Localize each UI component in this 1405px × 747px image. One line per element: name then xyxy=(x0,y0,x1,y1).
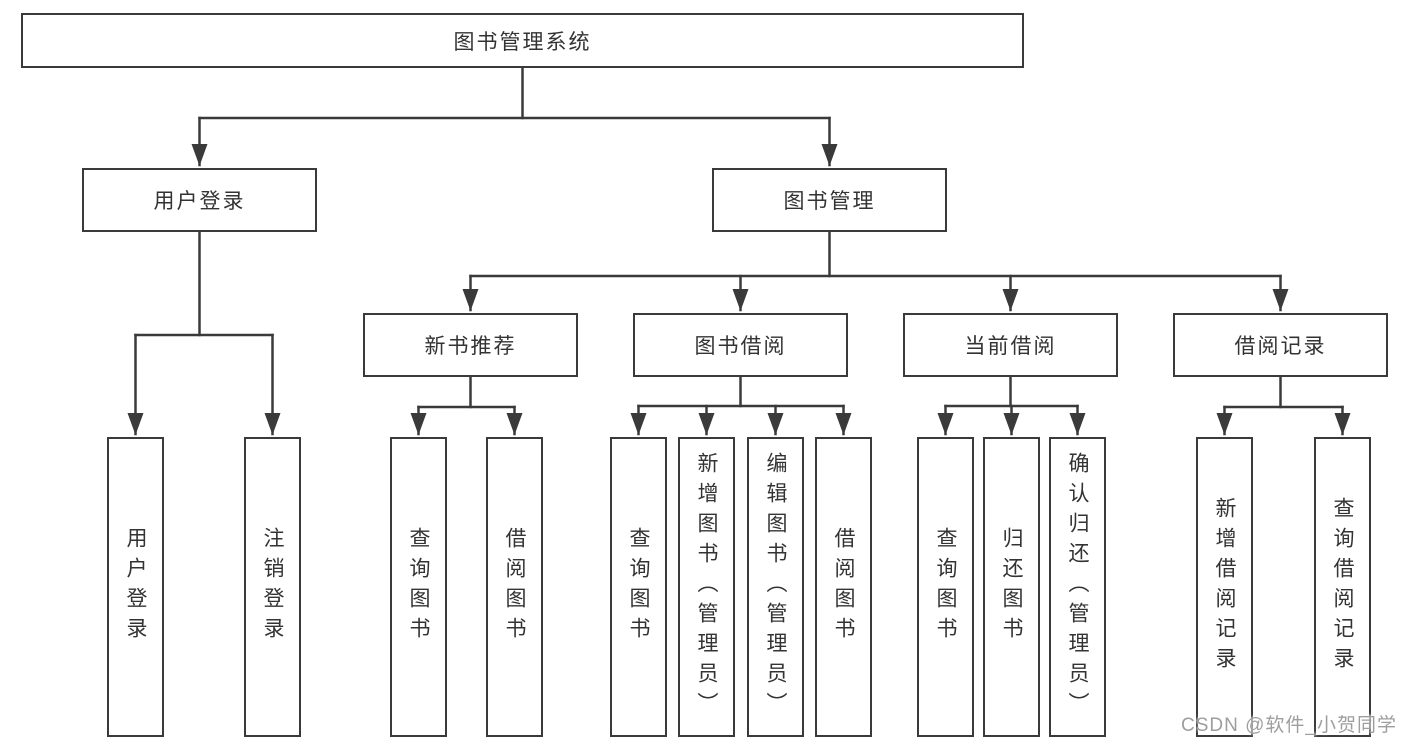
node-book-borrowing: 图书借阅 xyxy=(633,313,848,377)
node-new-book-recommend-label: 新书推荐 xyxy=(424,335,517,358)
leaf-add-borrow-record: 新增借阅记录 xyxy=(1196,437,1253,737)
node-new-book-recommend: 新书推荐 xyxy=(363,313,578,377)
leaf-add-books-admin-label: 新增图书（管理员） xyxy=(695,452,718,722)
leaf-logout: 注销登录 xyxy=(244,437,301,737)
node-book-management-label: 图书管理 xyxy=(783,190,876,213)
leaf-current-query-books-label: 查询图书 xyxy=(934,527,957,647)
leaf-recommend-borrow-books: 借阅图书 xyxy=(486,437,543,737)
leaf-borrowing-borrow-books: 借阅图书 xyxy=(815,437,872,737)
node-user-login-label: 用户登录 xyxy=(153,190,246,213)
leaf-borrowing-query-books: 查询图书 xyxy=(610,437,667,737)
leaf-edit-books-admin-label: 编辑图书（管理员） xyxy=(764,452,787,722)
leaf-recommend-query-books: 查询图书 xyxy=(390,437,447,737)
leaf-current-query-books: 查询图书 xyxy=(917,437,974,737)
node-library-system-label: 图书管理系统 xyxy=(453,30,592,54)
node-user-login: 用户登录 xyxy=(82,168,317,232)
watermark: CSDN @软件_小贺同学 xyxy=(1181,715,1397,736)
leaf-recommend-borrow-books-label: 借阅图书 xyxy=(503,527,526,647)
leaf-user-login: 用户登录 xyxy=(107,437,164,737)
leaf-recommend-query-books-label: 查询图书 xyxy=(407,527,430,647)
node-borrowing-records-label: 借阅记录 xyxy=(1234,335,1327,358)
leaf-query-borrow-record-label: 查询借阅记录 xyxy=(1331,497,1354,677)
leaf-add-books-admin: 新增图书（管理员） xyxy=(678,437,735,737)
leaf-edit-books-admin: 编辑图书（管理员） xyxy=(747,437,804,737)
node-borrowing-records: 借阅记录 xyxy=(1173,313,1388,377)
leaf-user-login-label: 用户登录 xyxy=(124,527,147,647)
leaf-confirm-return-admin-label: 确认归还（管理员） xyxy=(1066,452,1089,722)
node-book-management: 图书管理 xyxy=(712,168,947,232)
node-current-borrowing: 当前借阅 xyxy=(903,313,1118,377)
leaf-borrowing-query-books-label: 查询图书 xyxy=(627,527,650,647)
leaf-borrowing-borrow-books-label: 借阅图书 xyxy=(832,527,855,647)
node-library-system: 图书管理系统 xyxy=(21,13,1024,68)
leaf-confirm-return-admin: 确认归还（管理员） xyxy=(1049,437,1106,737)
leaf-query-borrow-record: 查询借阅记录 xyxy=(1314,437,1371,737)
node-current-borrowing-label: 当前借阅 xyxy=(964,335,1057,358)
leaf-add-borrow-record-label: 新增借阅记录 xyxy=(1213,497,1236,677)
leaf-logout-label: 注销登录 xyxy=(261,527,284,647)
node-book-borrowing-label: 图书借阅 xyxy=(694,335,787,358)
leaf-return-books: 归还图书 xyxy=(983,437,1040,737)
leaf-return-books-label: 归还图书 xyxy=(1000,527,1023,647)
